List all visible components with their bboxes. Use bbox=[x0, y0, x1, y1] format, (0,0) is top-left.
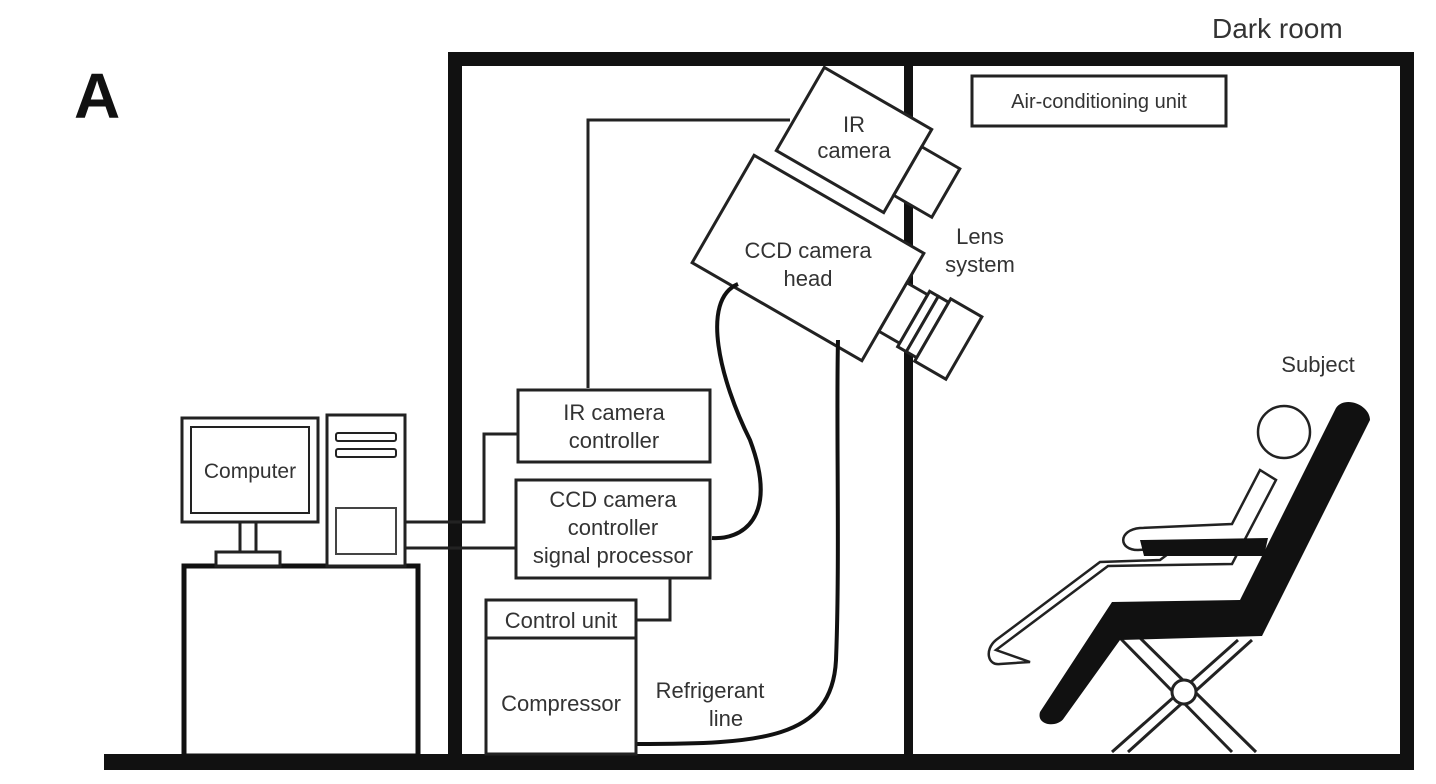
ir-camera-cable bbox=[586, 118, 790, 388]
computer-tower bbox=[325, 413, 407, 568]
computer-monitor: Computer bbox=[180, 416, 320, 568]
control-unit-label: Control unit bbox=[505, 608, 618, 633]
refrigerant-label-1: Refrigerant bbox=[656, 678, 765, 703]
lens-label-2: system bbox=[945, 252, 1015, 277]
ccd-camera-head: CCD camera head bbox=[690, 153, 984, 382]
svg-text:controller: controller bbox=[568, 515, 658, 540]
compressor-label: Compressor bbox=[501, 691, 621, 716]
svg-text:IR: IR bbox=[843, 112, 865, 137]
svg-text:camera: camera bbox=[817, 138, 891, 163]
svg-text:IR camera: IR camera bbox=[563, 400, 665, 425]
ccd-camera-controller: CCD camera controller signal processor bbox=[514, 478, 712, 580]
svg-text:CCD camera: CCD camera bbox=[549, 487, 677, 512]
desk bbox=[181, 563, 421, 759]
ir-camera-controller: IR camera controller bbox=[516, 388, 712, 464]
svg-text:CCD camera: CCD camera bbox=[744, 238, 872, 263]
subject-label: Subject bbox=[1281, 352, 1354, 377]
svg-text:Air-conditioning unit: Air-conditioning unit bbox=[1011, 91, 1187, 113]
svg-text:signal processor: signal processor bbox=[533, 543, 693, 568]
dark-room-label: Dark room bbox=[1212, 13, 1343, 44]
ccd-signal-cable bbox=[711, 282, 763, 541]
computer-ir-cable bbox=[406, 432, 518, 524]
ir-camera: IR camera bbox=[774, 65, 962, 220]
subject-figure bbox=[987, 404, 1312, 666]
panel-label: A bbox=[74, 60, 120, 132]
floor bbox=[104, 754, 1414, 770]
dark-room-walls bbox=[448, 52, 1414, 764]
lens-system bbox=[912, 296, 984, 382]
air-conditioning-unit: Air-conditioning unit bbox=[970, 74, 1228, 128]
svg-text:head: head bbox=[784, 266, 833, 291]
chair-armrest bbox=[1140, 538, 1268, 556]
reclining-chair bbox=[1039, 401, 1370, 754]
control-unit-cable bbox=[636, 578, 672, 622]
refrigerant-label-2: line bbox=[709, 706, 743, 731]
compressor-unit: Control unit Compressor bbox=[484, 598, 638, 756]
refrigerant-line bbox=[635, 339, 840, 746]
lens-label-1: Lens bbox=[956, 224, 1004, 249]
svg-text:controller: controller bbox=[569, 428, 659, 453]
computer-label: Computer bbox=[204, 460, 296, 483]
